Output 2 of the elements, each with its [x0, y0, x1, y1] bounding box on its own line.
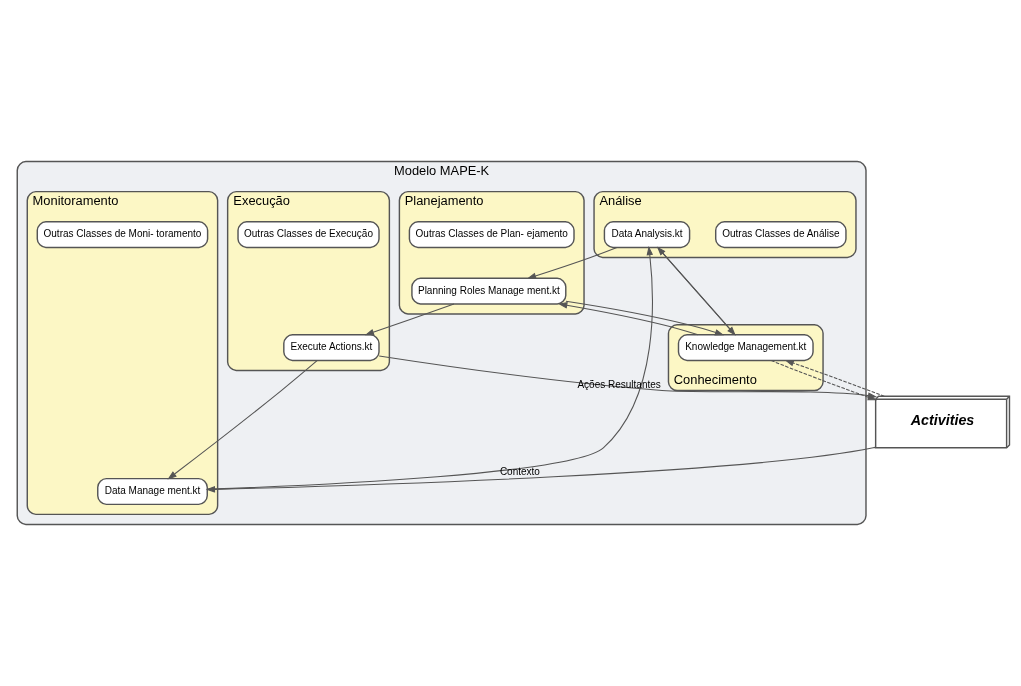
edge-label: Contexto [499, 465, 540, 477]
edge-label: Ações Resultantes [577, 378, 661, 390]
